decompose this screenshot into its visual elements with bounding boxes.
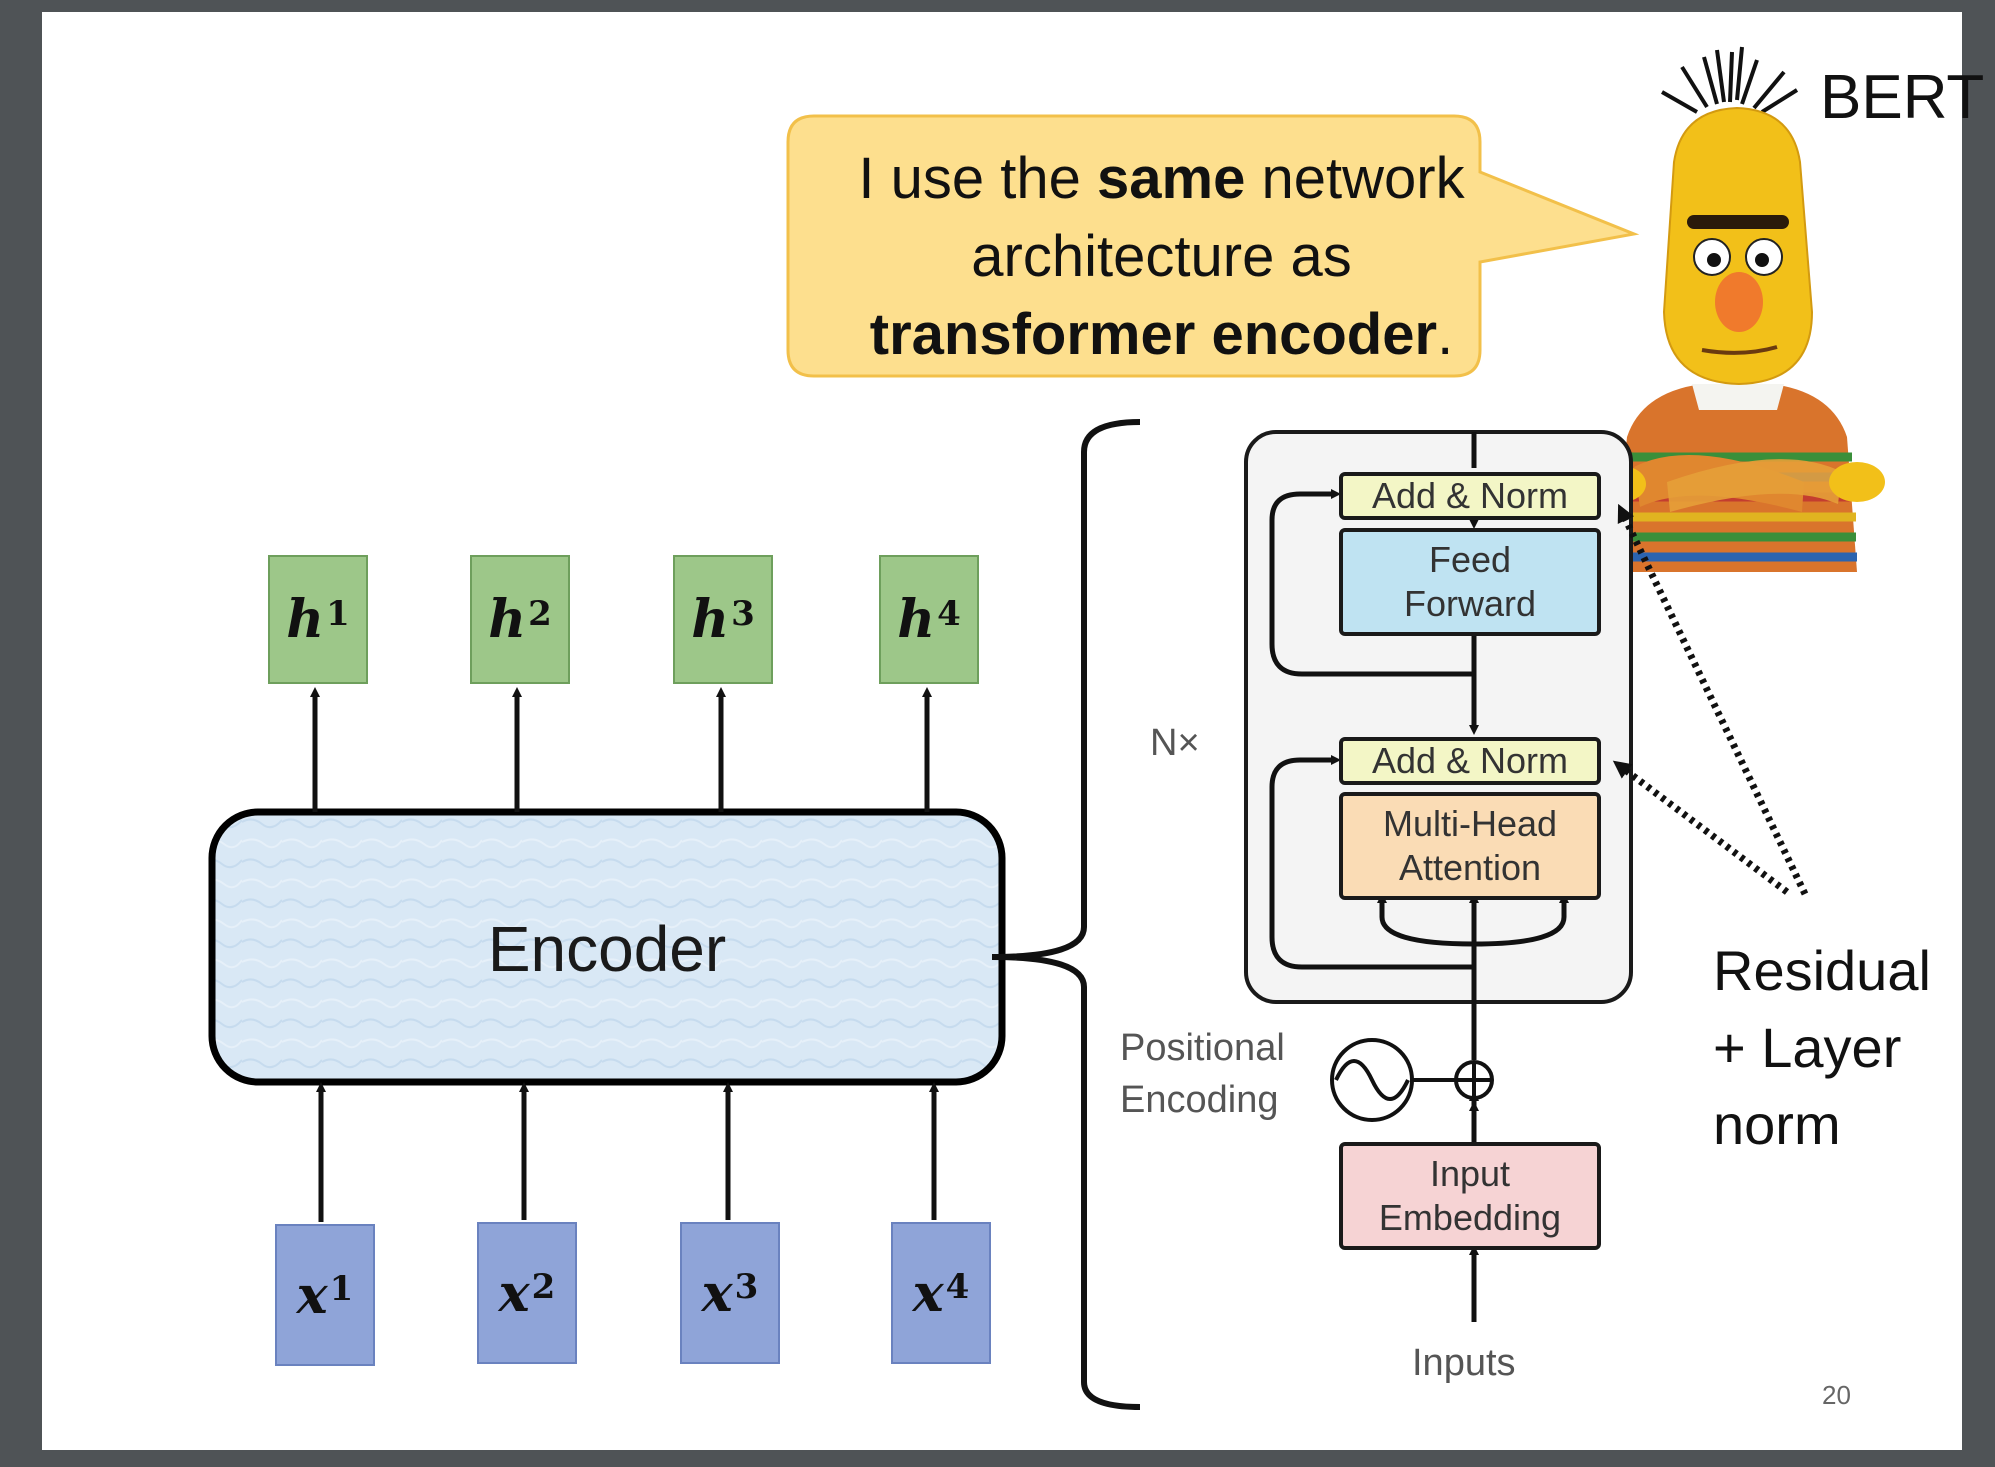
add-norm-top: Add & Norm — [1339, 472, 1601, 520]
positional-add — [1330, 1038, 1494, 1122]
output-arrows — [310, 687, 932, 812]
page-number: 20 — [1822, 1380, 1851, 1410]
residual-layer-norm-label: Residual + Layer norm — [1713, 939, 1931, 1156]
speech-bubble — [786, 114, 1640, 378]
inputs-label: Inputs — [1412, 1342, 1516, 1384]
add-norm-bottom: Add & Norm — [1339, 737, 1601, 785]
bert-character-image — [1598, 46, 1885, 572]
nx-label: N× — [1150, 722, 1200, 764]
transformer-flow — [1269, 432, 1569, 1322]
slide: I use the same network architecture as t… — [42, 12, 1984, 1450]
speech-bubble-text: I use the same network architecture as t… — [858, 146, 1465, 367]
encoder-label: Encoder — [487, 913, 727, 985]
positional-encoding-label: Positional Encoding — [1120, 1027, 1285, 1121]
residual-pointers — [1612, 503, 1809, 896]
bert-label: BERT — [1820, 63, 1985, 132]
encoder-block — [208, 808, 1006, 1086]
curly-brace — [991, 419, 1141, 1410]
input-arrows — [316, 1082, 939, 1222]
